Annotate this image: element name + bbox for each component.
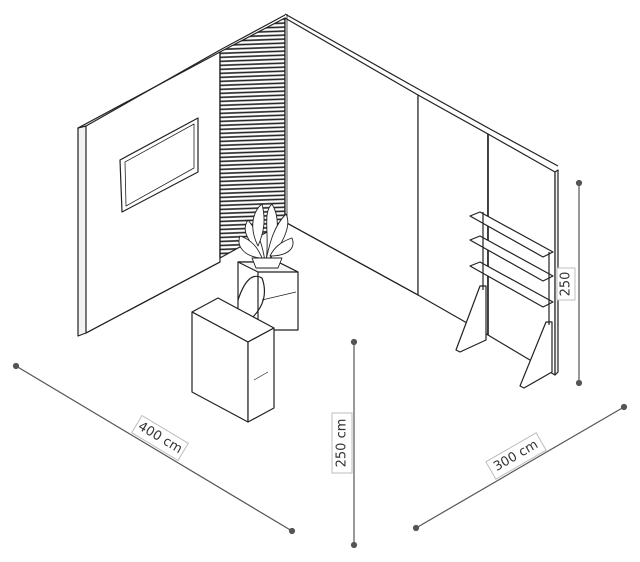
dimension-lines: [12, 179, 628, 549]
dimension-wall-height: [575, 179, 583, 387]
wall-screen: [119, 117, 199, 213]
label-depth: 300 cm: [485, 432, 547, 480]
right-wall: [417, 89, 559, 376]
label-width: 400 cm: [131, 414, 189, 462]
plant-pedestal: [237, 261, 299, 331]
label-height: 250 cm: [331, 412, 353, 474]
dimension-height: [350, 338, 358, 549]
label-wall-height-text: 250: [559, 272, 574, 297]
floor-outline: [85, 221, 419, 334]
label-wall-height: 250: [556, 267, 576, 301]
dimension-depth: [412, 403, 628, 532]
reception-counter: [191, 297, 275, 423]
dimension-width: [12, 362, 296, 535]
display-shelves: [455, 211, 554, 389]
plant: [238, 203, 294, 269]
back-wall: [284, 13, 421, 296]
label-height-text: 250 cm: [335, 419, 350, 468]
